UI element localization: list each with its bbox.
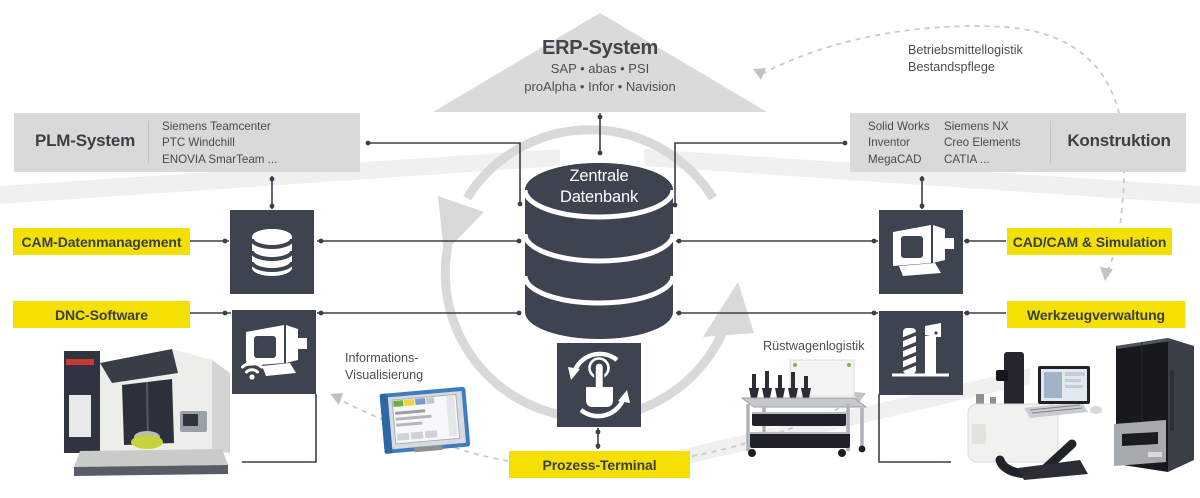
cnc-machine-photo xyxy=(64,349,230,476)
database-label-line1: Zentrale xyxy=(569,167,629,185)
erp-vendors-line2: proAlpha • Infor • Navision xyxy=(524,79,676,94)
database-icon xyxy=(250,229,294,276)
connector-dots xyxy=(222,114,970,449)
label-cadcam-simulation: CAD/CAM & Simulation xyxy=(1007,228,1172,255)
central-database-label: Zentrale Datenbank xyxy=(524,166,674,208)
tool-cabinet-photo xyxy=(1114,338,1194,472)
cad-vendor: Inventor xyxy=(868,136,910,150)
cad-vendor: Siemens NX xyxy=(944,120,1009,133)
dashed-flow-arrowheads xyxy=(330,68,1113,405)
plm-item: Siemens Teamcenter xyxy=(162,120,271,133)
tool-icon xyxy=(892,323,949,377)
konstruktion-bar-title: Konstruktion xyxy=(1067,131,1171,150)
cam-tile xyxy=(230,210,314,294)
wifi-icon xyxy=(241,361,263,374)
erp-vendors-line1: SAP • abas • PSI xyxy=(550,61,650,76)
erp-triangle xyxy=(433,13,767,112)
plm-system-bar: PLM-System Siemens Teamcenter PTC Windch… xyxy=(14,113,360,172)
plm-bar-divider xyxy=(148,121,149,164)
label-cam-datenmanagement: CAM-Datenmanagement xyxy=(13,228,190,255)
cycle-arrow xyxy=(440,125,729,423)
info-note-line2: Visualisierung xyxy=(345,368,424,382)
dashed-flows xyxy=(339,25,1125,462)
cad-vendor: Creo Elements xyxy=(944,136,1021,150)
cad-vendor: Solid Works xyxy=(868,120,930,133)
erp-title: ERP-System xyxy=(542,37,658,59)
dashed-process-to-tools xyxy=(691,398,859,457)
label-prozess-terminal: Prozess-Terminal xyxy=(509,451,690,478)
plm-item: ENOVIA SmarTeam ... xyxy=(162,152,278,166)
central-database-icon xyxy=(522,163,676,339)
cad-vendor: MegaCAD xyxy=(868,152,922,166)
cad-vendor-col2: Siemens NX Creo Elements CATIA ... xyxy=(944,119,1021,168)
logistics-note-line1: Betriebsmittellogistik xyxy=(908,43,1023,57)
cad-vendor: CATIA ... xyxy=(944,152,990,166)
label-werkzeugverwaltung: Werkzeugverwaltung xyxy=(1007,301,1185,328)
plm-bar-items: Siemens Teamcenter PTC Windchill ENOVIA … xyxy=(162,119,277,168)
tools-tile xyxy=(879,311,963,395)
plm-bar-title: PLM-System xyxy=(34,131,136,150)
cnc-machine-wifi-icon xyxy=(241,325,307,380)
dnc-tile xyxy=(232,310,316,394)
touch-cycle-icon xyxy=(568,351,630,419)
erp-system-block: ERP-System SAP • abas • PSI proAlpha • I… xyxy=(460,36,740,96)
info-panel-photo xyxy=(379,386,471,454)
database-label-line2: Datenbank xyxy=(559,188,638,206)
process-tile xyxy=(557,343,641,427)
ruestwagen-note: Rüstwagenlogistik xyxy=(763,339,865,353)
logistics-note-line2: Bestandspflege xyxy=(908,60,995,74)
plm-item: PTC Windchill xyxy=(162,136,235,150)
info-note-line1: Informations- xyxy=(345,351,419,365)
label-dnc-software: DNC-Software xyxy=(13,301,190,328)
konstruktion-bar: Solid Works Inventor MegaCAD Siemens NX … xyxy=(850,113,1186,172)
cnc-machine-icon xyxy=(893,225,954,276)
dashed-erp-tools-loop xyxy=(761,25,1125,273)
cycle-arrowheads xyxy=(438,196,754,337)
cad-vendor-col1: Solid Works Inventor MegaCAD xyxy=(868,119,930,168)
connector-lines xyxy=(190,113,1006,463)
konstruktion-bar-divider xyxy=(1050,121,1051,164)
logistics-note: Betriebsmittellogistik Bestandspflege xyxy=(908,42,1023,76)
presetter-photo xyxy=(967,352,1102,480)
info-visualisierung-note: Informations- Visualisierung xyxy=(345,350,423,384)
cadcam-tile xyxy=(879,210,963,294)
tool-cart-photo xyxy=(740,359,868,457)
